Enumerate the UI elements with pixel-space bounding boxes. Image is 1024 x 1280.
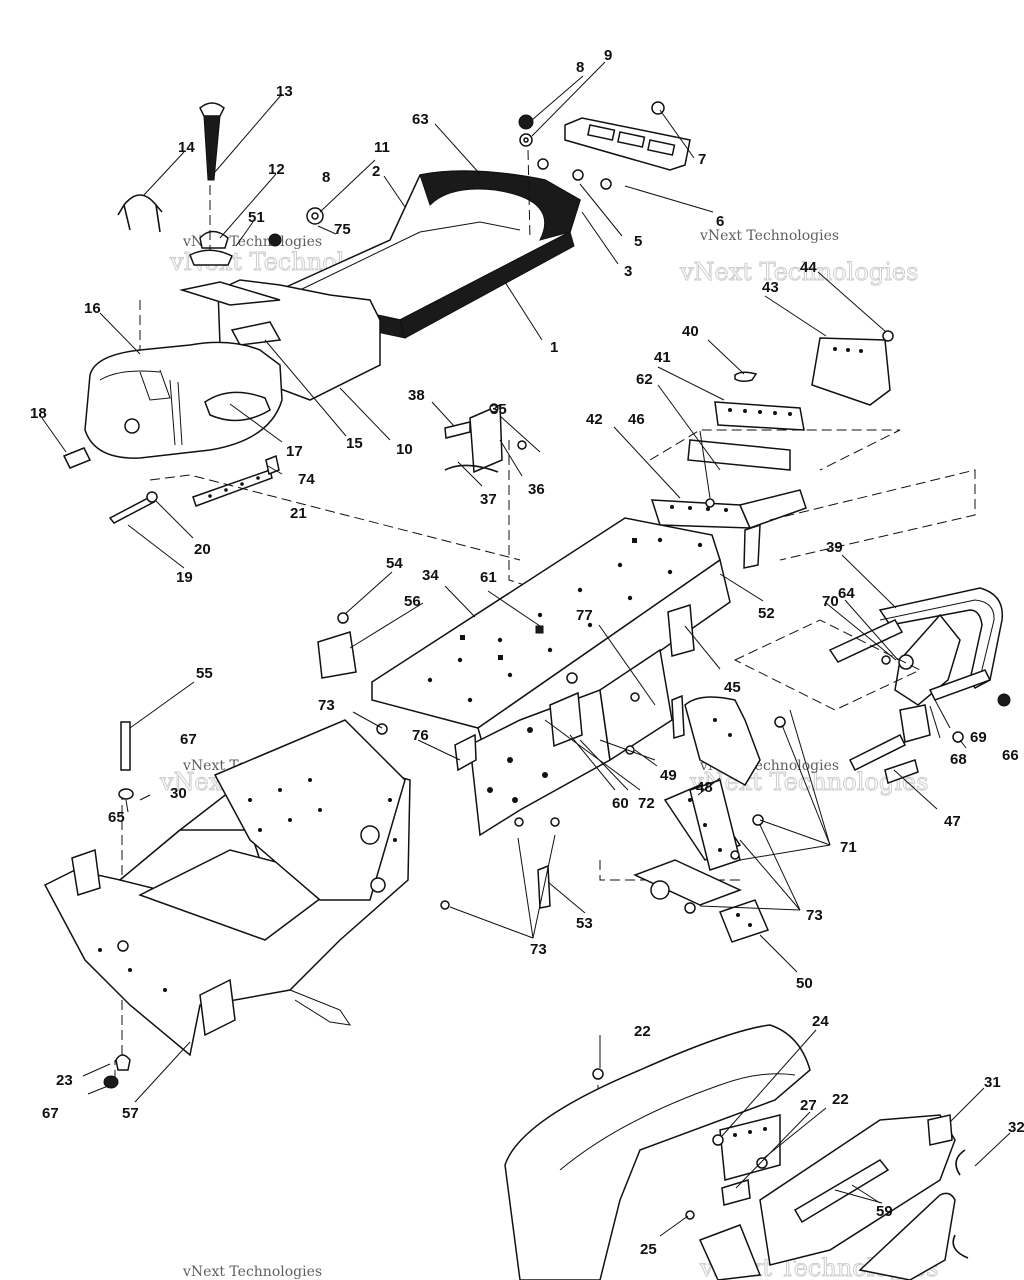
hardware-nuts	[268, 114, 534, 247]
callout-8: 8	[576, 59, 584, 76]
watermark-small: vNext Technologies	[699, 228, 839, 244]
bracket-35-38	[444, 403, 527, 474]
callout-16: 16	[84, 300, 101, 317]
callout-40: 40	[682, 323, 699, 340]
callout-54: 54	[386, 555, 403, 572]
watermark-outline: vNext Technologies	[679, 258, 918, 286]
callout-22: 22	[832, 1091, 849, 1108]
callout-30: 30	[170, 785, 187, 802]
callout-11: 11	[374, 139, 390, 156]
callout-52: 52	[758, 605, 775, 622]
callout-73: 73	[318, 697, 335, 714]
callout-6: 6	[716, 213, 724, 230]
callout-45: 45	[724, 679, 741, 696]
callout-21: 21	[290, 505, 307, 522]
hood-section	[504, 1024, 969, 1280]
callout-43: 43	[762, 279, 779, 296]
callout-7: 7	[698, 151, 706, 168]
callout-15: 15	[346, 435, 363, 452]
belly-pan-57	[43, 719, 411, 1057]
callout-72: 72	[638, 795, 655, 812]
callout-60: 60	[612, 795, 629, 812]
callout-51: 51	[248, 209, 265, 226]
rear-bumper-39	[828, 587, 1011, 707]
callout-75: 75	[334, 221, 351, 238]
callout-47: 47	[944, 813, 961, 830]
callout-46: 46	[628, 411, 645, 428]
callout-17: 17	[286, 443, 303, 460]
fuel-tank-assembly	[62, 102, 283, 524]
callout-71: 71	[840, 839, 857, 856]
callout-25: 25	[640, 1241, 657, 1258]
callout-37: 37	[480, 491, 497, 508]
callout-68: 68	[950, 751, 967, 768]
callout-59: 59	[876, 1203, 893, 1220]
callout-5: 5	[634, 233, 642, 250]
callout-67: 67	[180, 731, 197, 748]
callout-19: 19	[176, 569, 193, 586]
callout-31: 31	[984, 1074, 1001, 1091]
callout-13: 13	[276, 83, 293, 100]
callout-55: 55	[196, 665, 213, 682]
tunnel-34	[371, 517, 731, 837]
callout-20: 20	[194, 541, 211, 558]
taillight-assembly	[537, 101, 691, 190]
leader-lines	[41, 61, 1011, 1237]
bracket-21	[192, 454, 280, 507]
callout-73: 73	[530, 941, 547, 958]
callout-61: 61	[480, 569, 497, 586]
callout-53: 53	[576, 915, 593, 932]
hitch-plates	[650, 371, 807, 569]
callout-27: 27	[800, 1097, 817, 1114]
callout-24: 24	[812, 1013, 829, 1030]
callout-22: 22	[634, 1023, 651, 1040]
flap-43	[811, 330, 894, 406]
callout-18: 18	[30, 405, 47, 422]
callout-10: 10	[396, 441, 413, 458]
callout-32: 32	[1008, 1119, 1024, 1136]
callout-1: 1	[550, 339, 558, 356]
callout-70: 70	[822, 593, 839, 610]
callout-64: 64	[838, 585, 855, 602]
rear-supports	[633, 696, 964, 943]
callout-57: 57	[122, 1105, 139, 1122]
callout-66: 66	[1002, 747, 1019, 764]
callout-62: 62	[636, 371, 653, 388]
callout-56: 56	[404, 593, 421, 610]
callout-50: 50	[796, 975, 813, 992]
callout-49: 49	[660, 767, 677, 784]
callout-44: 44	[800, 259, 817, 276]
callout-39: 39	[826, 539, 843, 556]
watermark-small: vNext Technologies	[182, 1264, 322, 1280]
callout-42: 42	[586, 411, 603, 428]
callout-63: 63	[412, 111, 429, 128]
callout-36: 36	[528, 481, 545, 498]
callout-67: 67	[42, 1105, 59, 1122]
callout-12: 12	[268, 161, 285, 178]
callout-41: 41	[654, 349, 671, 366]
callout-14: 14	[178, 139, 195, 156]
callout-69: 69	[970, 729, 987, 746]
callout-3: 3	[624, 263, 632, 280]
callout-73: 73	[806, 907, 823, 924]
callout-2: 2	[372, 163, 380, 180]
callout-65: 65	[108, 809, 125, 826]
callout-35: 35	[490, 401, 507, 418]
callout-8: 8	[322, 169, 330, 186]
callout-74: 74	[298, 471, 315, 488]
callout-23: 23	[56, 1072, 73, 1089]
callout-77: 77	[576, 607, 593, 624]
callout-34: 34	[422, 567, 439, 584]
callout-labels: 1 2 3 5 6 7 8 8 9 10 11 12 13 14 15 16 1…	[30, 47, 1024, 1258]
callout-9: 9	[604, 47, 612, 64]
callout-38: 38	[408, 387, 425, 404]
callout-48: 48	[696, 779, 713, 796]
callout-76: 76	[412, 727, 429, 744]
